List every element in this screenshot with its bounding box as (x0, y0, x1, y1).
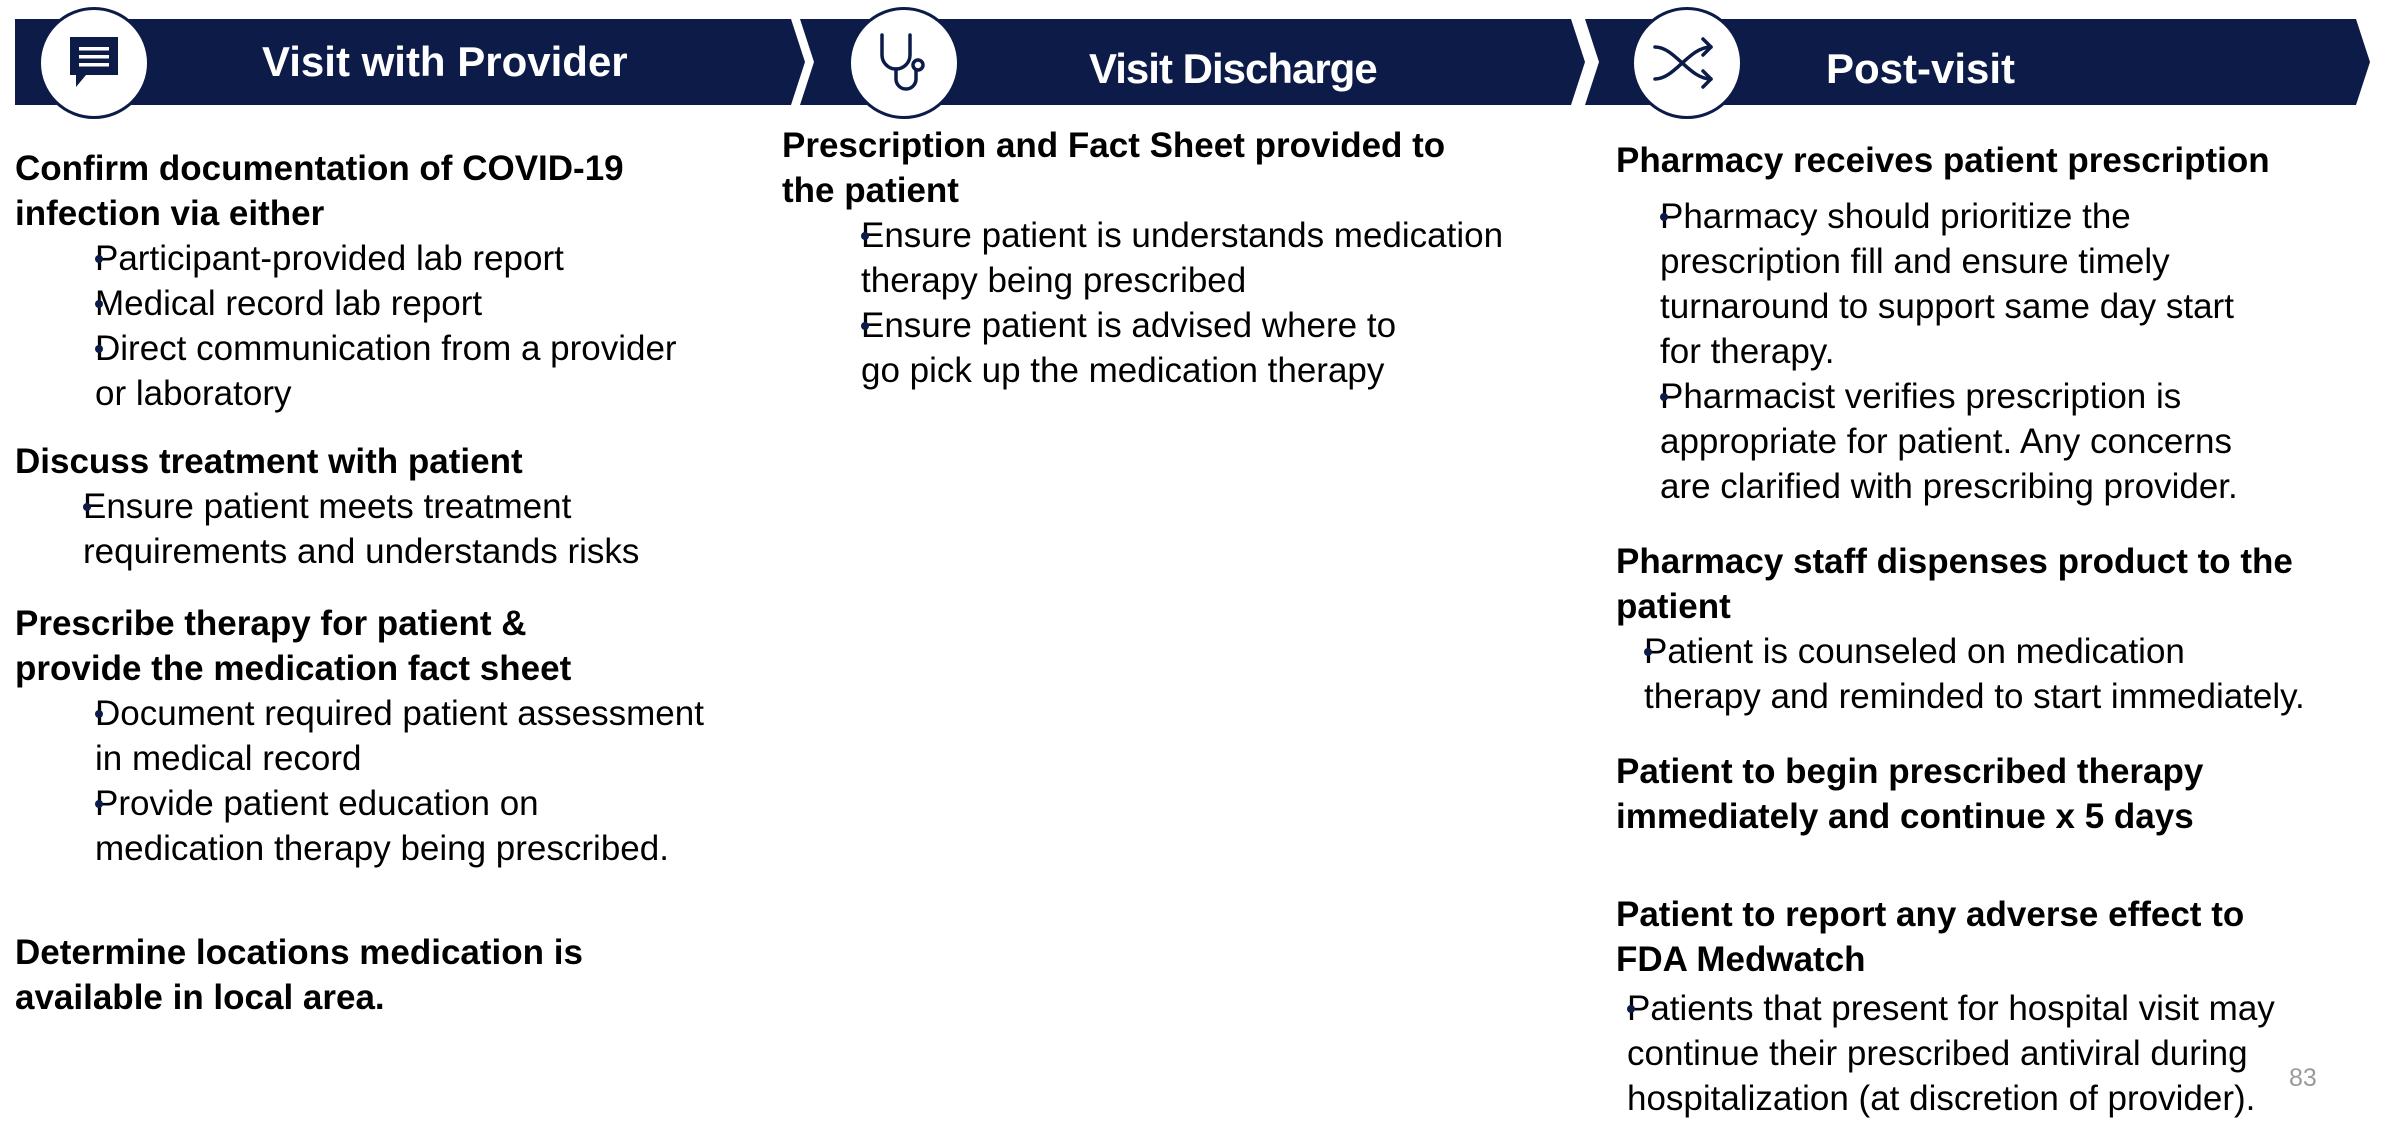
section-title-begin-therapy: Patient to begin prescribed therapy imme… (1616, 752, 2204, 836)
list-item: Participant-provided lab report (15, 236, 755, 281)
phase-title-visit-with-provider: Visit with Provider (262, 38, 628, 85)
stethoscope-icon (848, 7, 960, 119)
post-visit-content: Pharmacy receives patient prescription P… (1616, 138, 2376, 1121)
phase-title-visit-discharge: Visit Discharge (1089, 45, 1378, 92)
bullet-list-confirm-documentation: Participant-provided lab report Medical … (15, 236, 755, 416)
section-title-pharmacy-dispenses: Pharmacy staff dispenses product to the … (1616, 542, 2293, 626)
bullet-list-prescription-fact-sheet: Ensure patient is understands medication… (782, 213, 1562, 393)
section-title-prescription-fact-sheet: Prescription and Fact Sheet provided to … (782, 126, 1446, 210)
section-title-prescribe-therapy: Prescribe therapy for patient & provide … (15, 604, 572, 688)
bullet-list-report-adverse-effect: Patients that present for hospital visit… (1583, 986, 2376, 1121)
page-number: 83 (2289, 1064, 2317, 1092)
list-item: Medical record lab report (15, 281, 755, 326)
section-title-determine-locations: Determine locations medication is availa… (15, 933, 583, 1017)
visit-with-provider-content: Confirm documentation of COVID-19 infect… (15, 146, 755, 1020)
visit-discharge-content: Prescription and Fact Sheet provided to … (782, 123, 1562, 393)
shuffle-arrows-icon (1631, 7, 1743, 119)
list-item: Ensure patient is understands medication… (782, 213, 1562, 303)
chat-bubble-icon (38, 7, 150, 119)
phase-title-post-visit: Post-visit (1826, 45, 2016, 92)
section-title-report-adverse-effect: Patient to report any adverse effect to … (1616, 895, 2245, 979)
list-item: Patients that present for hospital visit… (1583, 986, 2376, 1121)
section-title-pharmacy-receives: Pharmacy receives patient prescription (1616, 141, 2270, 180)
section-title-confirm-documentation: Confirm documentation of COVID-19 infect… (15, 149, 624, 233)
section-title-discuss-treatment: Discuss treatment with patient (15, 442, 523, 481)
